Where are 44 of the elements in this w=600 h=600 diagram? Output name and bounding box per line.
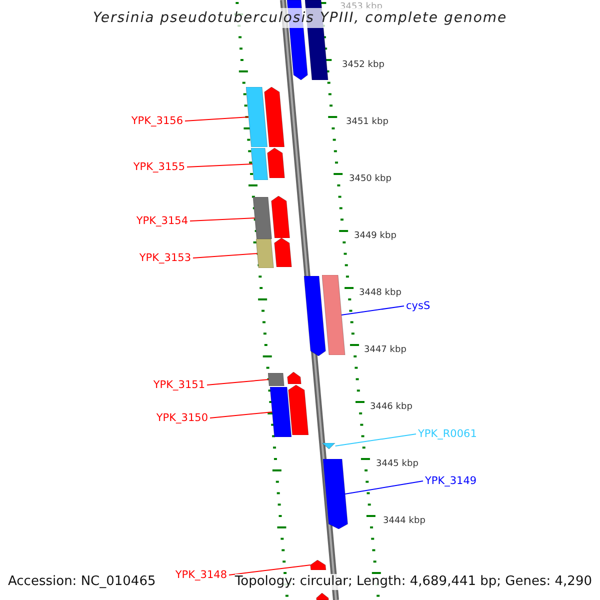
gene-label: cysS — [406, 300, 430, 312]
leader-line — [206, 379, 270, 386]
gene-block — [274, 238, 294, 267]
leader-line — [344, 480, 424, 494]
gene-label: YPK_3151 — [153, 379, 205, 391]
leader-line — [210, 412, 273, 418]
gene-bar — [256, 239, 276, 268]
leader-line — [184, 116, 250, 122]
scale-label: 3450 kbp — [349, 174, 392, 185]
gene-bar — [253, 197, 274, 239]
leader-line — [190, 218, 256, 222]
scale-label: 3447 kbp — [364, 345, 406, 356]
gene-block — [310, 560, 328, 570]
scale-label: 3444 kbp — [383, 516, 426, 527]
gene-label: YPK_3148 — [175, 569, 227, 581]
gene-block — [316, 593, 331, 600]
gene-block — [323, 459, 350, 529]
leader-line — [192, 253, 258, 258]
leader-line — [186, 164, 253, 168]
gene-triangle — [322, 443, 338, 449]
scale-label: 3449 kbp — [354, 231, 396, 242]
gene-label: YPK_3149 — [425, 475, 477, 487]
scale-label: 3448 kbp — [359, 288, 402, 299]
gene-label: YPK_3154 — [136, 215, 188, 227]
gene-label: YPK_R0061 — [418, 428, 477, 440]
gene-label: YPK_3153 — [139, 252, 191, 264]
leader-line — [341, 306, 404, 316]
accession-text: Accession: NC_010465 — [8, 574, 156, 590]
gene-label: YPK_3156 — [131, 115, 183, 127]
scale-label: 3451 kbp — [346, 117, 388, 128]
gene-bar — [322, 275, 348, 355]
gene-label: YPK_3150 — [156, 412, 208, 424]
gene-block — [267, 148, 287, 178]
leader-line — [228, 564, 311, 576]
genome-summary: Topology: circular; Length: 4,689,441 bp; Genes: 4,290 — [234, 574, 592, 590]
gene-bar — [270, 387, 294, 437]
scale-label: 3452 kbp — [342, 60, 384, 71]
scale-label: 3446 kbp — [370, 402, 412, 413]
gene-block — [271, 196, 292, 238]
leader-line — [334, 434, 416, 446]
scale-label: 3445 kbp — [376, 459, 418, 470]
gene-block — [304, 276, 328, 356]
gene-bar — [251, 148, 270, 180]
gene-label: YPK_3155 — [133, 161, 185, 173]
